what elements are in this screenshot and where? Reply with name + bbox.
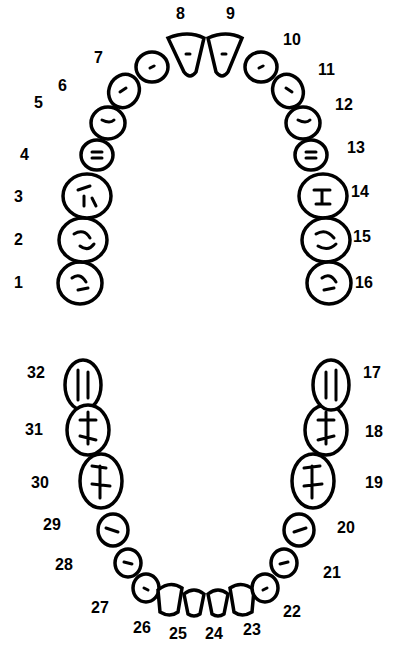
tooth-number: 21 <box>323 564 341 582</box>
tooth-number: 2 <box>14 231 23 249</box>
tooth-number: 10 <box>283 31 301 49</box>
tooth-number: 12 <box>335 96 353 114</box>
tooth-number: 27 <box>91 599 109 617</box>
tooth-number: 31 <box>25 421 43 439</box>
tooth-number: 19 <box>365 474 383 492</box>
tooth-number: 28 <box>55 556 73 574</box>
tooth-number: 15 <box>353 228 371 246</box>
tooth-number: 13 <box>347 139 365 157</box>
tooth-number: 24 <box>205 625 223 643</box>
tooth-number: 6 <box>58 77 67 95</box>
tooth-number: 26 <box>133 619 151 637</box>
tooth-number: 29 <box>43 516 61 534</box>
tooth-number: 7 <box>94 49 103 67</box>
tooth-number: 9 <box>226 5 235 23</box>
tooth-number: 14 <box>351 183 369 201</box>
tooth-number: 8 <box>176 5 185 23</box>
tooth-number: 16 <box>355 274 373 292</box>
tooth-number: 17 <box>363 364 381 382</box>
tooth-number: 20 <box>337 519 355 537</box>
tooth-number: 23 <box>243 621 261 639</box>
tooth-number: 32 <box>27 364 45 382</box>
tooth-number: 22 <box>283 603 301 621</box>
tooth-number: 30 <box>31 474 49 492</box>
tooth-number: 5 <box>34 94 43 112</box>
tooth-number: 25 <box>169 625 187 643</box>
tooth-number: 11 <box>318 61 335 79</box>
tooth-number: 3 <box>14 188 23 206</box>
tooth-number: 18 <box>365 423 383 441</box>
tooth-number: 1 <box>14 274 23 292</box>
tooth-number: 4 <box>20 146 29 164</box>
